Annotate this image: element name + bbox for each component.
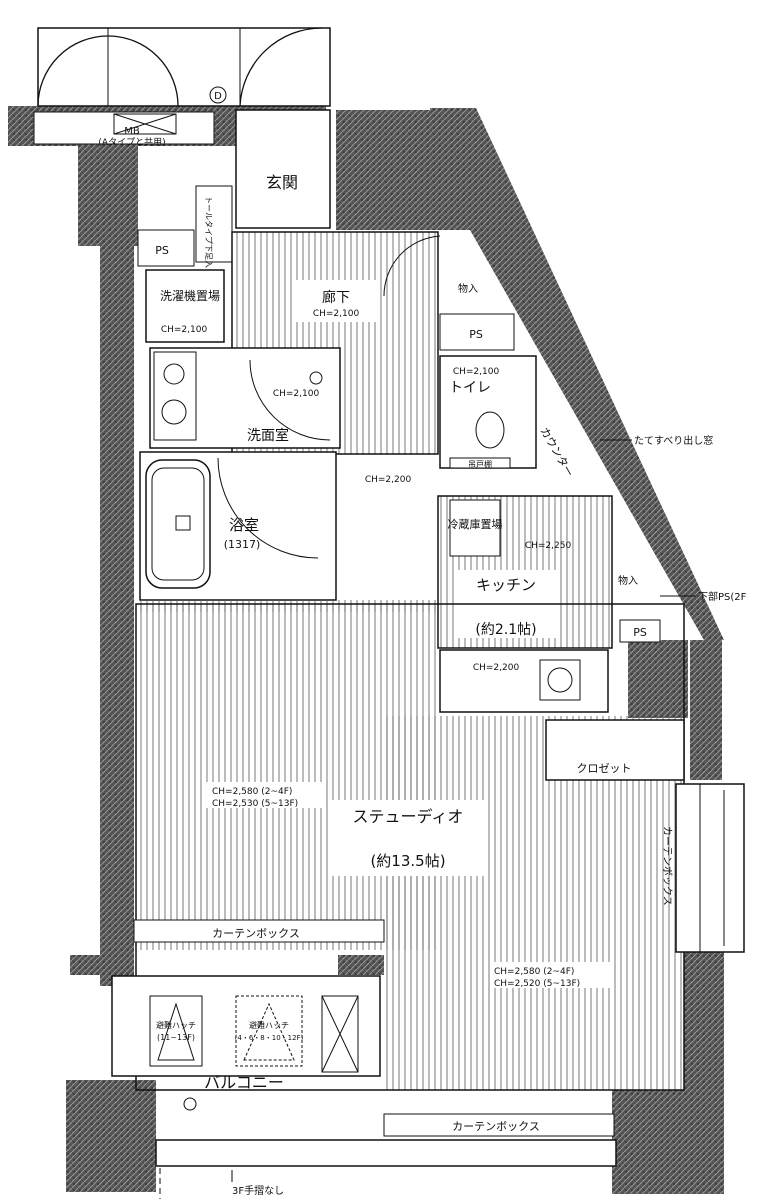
ps-left-label: PS	[155, 244, 169, 257]
curtain-box-bottom: カーテンボックス	[452, 1120, 540, 1133]
fridge-label: 冷蔵庫置場	[448, 517, 503, 531]
washroom-label: 洗面室	[247, 427, 289, 444]
closet: クロゼット	[545, 719, 685, 781]
bath-ch: CH=2,200	[365, 475, 412, 485]
hatch-1-floors: (11~13F)	[157, 1033, 195, 1042]
hatch-2-label: 避難ハッチ	[249, 1020, 289, 1030]
balcony: 避難ハッチ (11~13F) 避難ハッチ (4・6・8・10・12F) バルコニ…	[111, 975, 617, 1167]
counter-label: カウンター	[537, 425, 576, 479]
washer-ch: CH=2,100	[161, 325, 208, 335]
bay-ch-2: CH=2,520 (5~13F)	[494, 979, 580, 989]
kitchen-ch: CH=2,250	[525, 541, 572, 551]
storage-2-label: 物入	[618, 574, 638, 587]
room-kitchen: 冷蔵庫置場 CH=2,250 キッチン (約2.1帖) CH=2,200	[437, 495, 613, 713]
kitchen-label: キッチン	[476, 576, 536, 594]
curtain-box-left: カーテンボックス	[212, 927, 300, 940]
ps-right-label: PS	[633, 626, 647, 639]
bath-size: (1317)	[224, 538, 261, 551]
toilet-ch: CH=2,100	[453, 367, 500, 377]
toilet-label: トイレ	[449, 380, 491, 396]
bay-ch-1: CH=2,580 (2~4F)	[494, 967, 574, 977]
storage-1-label: 物入	[458, 282, 478, 295]
washroom-ch: CH=2,100	[273, 389, 320, 399]
entrance-doors: D	[37, 27, 331, 107]
no-rail-note: 3F手摺なし	[232, 1184, 284, 1197]
pipe-ps-label: 下部PS(2F	[698, 590, 747, 603]
mb-note: (Aタイプと共用)	[98, 137, 165, 148]
curtain-box-right: カーテンボックス	[661, 826, 673, 906]
closet-label: クロゼット	[577, 762, 632, 775]
entrance-label: 玄関	[266, 173, 298, 192]
shoe-cabinet-label: トールタイプ下足入	[204, 196, 213, 268]
sink-ch: CH=2,200	[473, 663, 520, 673]
hatch-1-label: 避難ハッチ	[156, 1020, 196, 1030]
hatch-2-floors: (4・6・8・10・12F)	[235, 1034, 304, 1042]
mb-label: MB	[124, 126, 140, 137]
studio-size: (約13.5帖)	[370, 852, 445, 870]
room-entrance: 玄関 トールタイプ下足入	[195, 109, 331, 268]
studio-label: ステューディオ	[353, 807, 464, 826]
hallway-label: 廊下	[322, 289, 350, 306]
d-mark: D	[214, 91, 222, 102]
ps-mid-label: PS	[469, 328, 483, 341]
room-washroom: CH=2,100 洗面室	[149, 347, 341, 449]
room-washer: 洗濯機置場 CH=2,100	[145, 269, 225, 343]
studio-ch-2: CH=2,530 (5~13F)	[212, 799, 298, 809]
studio-ch-1: CH=2,580 (2~4F)	[212, 787, 292, 797]
kitchen-size: (約2.1帖)	[475, 622, 536, 638]
window-note: たてすべり出し窓	[634, 434, 713, 447]
outer-walls	[8, 106, 724, 1194]
room-bathroom: 浴室 (1317)	[139, 451, 337, 601]
room-toilet: CH=2,100 トイレ 吊戸棚	[439, 355, 537, 469]
washer-label: 洗濯機置場	[160, 288, 220, 303]
shelf-label: 吊戸棚	[468, 459, 492, 469]
balcony-label: バルコニー	[204, 1073, 284, 1092]
hallway-ch: CH=2,100	[313, 309, 360, 319]
